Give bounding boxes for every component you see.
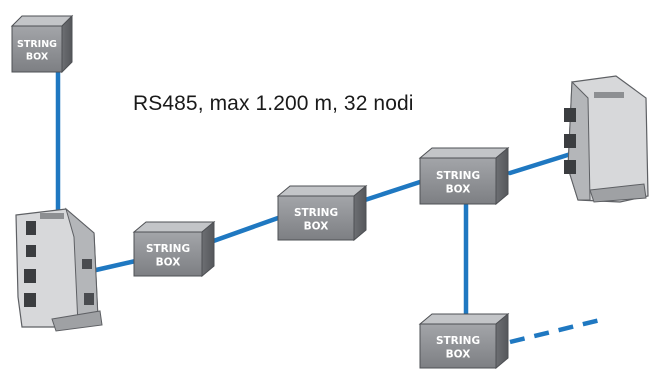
slave-din-rail-device — [564, 75, 649, 203]
cable-box-2-to-box-3 — [362, 179, 423, 203]
string-box-bottom: STRING BOX — [418, 312, 510, 370]
string-box-1-label-line2: BOX — [156, 257, 181, 269]
string-box-top-left-front-face — [11, 25, 63, 73]
string-box-3-label-line1: STRING — [436, 170, 480, 182]
string-box-bottom-label-line1: STRING — [436, 335, 480, 347]
bus-caption: RS485, max 1.200 m, 32 nodi — [133, 92, 414, 115]
bus-cables — [55, 57, 601, 345]
string-box-1-top-face — [132, 221, 216, 233]
string-boxes: STRINGBOXSTRINGBOXSTRINGBOXSTRINGBOXSTRI… — [10, 14, 510, 370]
cable-bottom-box-continuation — [509, 317, 601, 345]
cable-box-1-to-box-2 — [202, 215, 281, 247]
string-box-2-side-face — [353, 184, 367, 242]
string-box-top-left: STRING BOX — [10, 14, 74, 74]
string-box-bottom-front-face — [419, 323, 497, 369]
cable-master-to-box-1 — [93, 257, 143, 273]
string-box-3-front-face — [419, 157, 497, 205]
string-box-2-label-line1: STRING — [294, 207, 338, 219]
string-box-bottom-label-line2: BOX — [446, 349, 471, 361]
string-box-2-label-line2: BOX — [304, 221, 329, 233]
string-box-top-left-label-line1: STRING — [17, 39, 57, 50]
string-box-2-top-face — [276, 185, 368, 197]
string-box-1: STRING BOX — [132, 220, 216, 278]
string-box-bottom-top-face — [418, 313, 510, 325]
string-box-3-top-face — [418, 147, 510, 159]
master-din-rail-device — [15, 207, 103, 332]
string-box-bottom-side-face — [495, 312, 509, 370]
string-box-3: STRING BOX — [418, 146, 510, 206]
string-box-2-front-face — [277, 195, 355, 241]
string-box-1-label-line1: STRING — [146, 243, 190, 255]
string-box-3-label-line2: BOX — [446, 184, 471, 196]
string-box-3-side-face — [495, 146, 509, 206]
string-box-top-left-label-line2: BOX — [26, 52, 49, 63]
string-box-1-front-face — [133, 231, 203, 277]
string-box-top-left-side-face — [61, 14, 73, 74]
string-box-2: STRING BOX — [276, 184, 368, 242]
string-box-1-side-face — [201, 220, 215, 278]
